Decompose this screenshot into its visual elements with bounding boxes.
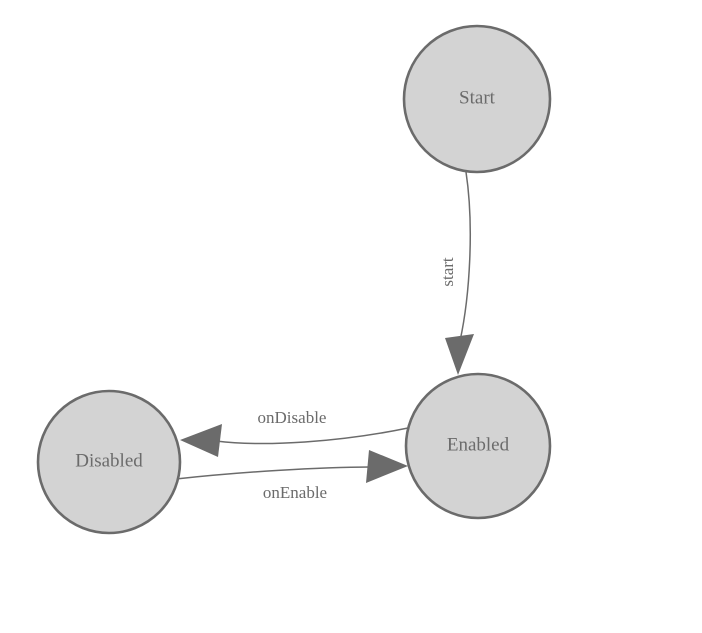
node-start[interactable]: Start [402,24,552,174]
node-start-circle [402,24,552,174]
node-disabled-circle [36,389,182,535]
edge-disabled-to-enabled-arrowhead [366,450,408,483]
node-start-label: Start [459,87,496,108]
node-enabled[interactable]: Enabled [404,372,552,520]
node-enabled-circle [404,372,552,520]
edge-enabled-to-disabled-arrowhead [180,424,222,457]
edge-enabled-to-disabled[interactable]: onDisable [180,408,409,457]
edge-disabled-to-enabled-label: onEnable [263,483,327,502]
node-disabled[interactable]: Disabled [36,389,182,535]
edge-start-to-enabled-label: start [438,257,457,287]
edge-enabled-to-disabled-line [215,427,409,445]
edge-start-to-enabled-line [459,171,472,342]
edge-disabled-to-enabled-line [175,466,372,480]
node-enabled-label: Enabled [447,434,510,455]
edge-enabled-to-disabled-label: onDisable [258,408,327,427]
node-disabled-label: Disabled [75,450,143,471]
edge-start-to-enabled-arrowhead [445,334,474,375]
edge-disabled-to-enabled[interactable]: onEnable [175,450,408,502]
edge-start-to-enabled[interactable]: start [438,171,474,375]
